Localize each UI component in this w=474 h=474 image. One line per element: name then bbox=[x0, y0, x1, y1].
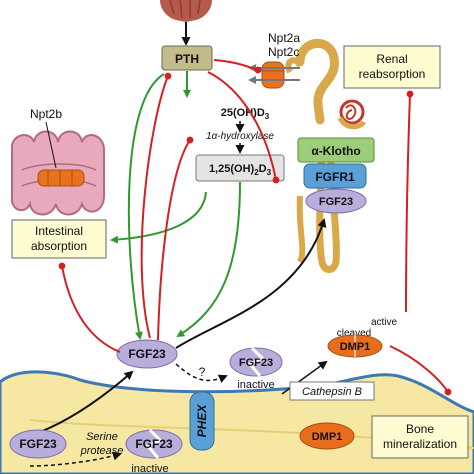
renal-reabsorption-box bbox=[343, 45, 441, 89]
calcitriol-box bbox=[195, 154, 285, 182]
npt2a-label: Npt2a bbox=[268, 31, 300, 45]
fgf23-circulating-oval bbox=[116, 339, 178, 369]
npt2b-label: Npt2b bbox=[30, 107, 62, 121]
serine-protease-line1: Serine bbox=[86, 431, 118, 443]
intestinal-absorption-line2: absorption bbox=[31, 239, 87, 253]
parathyroid-gland-icon bbox=[160, 0, 212, 22]
active-label: active bbox=[371, 317, 398, 328]
serine-protease-line2: protease bbox=[80, 445, 124, 457]
alpha-klotho-label: α-Klotho bbox=[311, 144, 360, 158]
bone-mineralization-line1: Bone bbox=[406, 422, 434, 436]
bone-mineralization-box bbox=[371, 415, 469, 459]
intestine-icon bbox=[10, 130, 105, 216]
inactive-top-label: inactive bbox=[237, 379, 274, 391]
pth-box bbox=[161, 45, 213, 71]
fgf23-inactive-top: FGF23 bbox=[229, 346, 283, 377]
npt2b-pointer bbox=[45, 121, 57, 169]
fgf23-cleaved-label: FGF23 bbox=[135, 437, 173, 451]
inhibitory-lines bbox=[58, 59, 452, 396]
intestinal-absorption-line1: Intestinal bbox=[35, 224, 83, 238]
fgfr1-box bbox=[303, 163, 367, 189]
fgfr1-label: FGFR1 bbox=[315, 170, 355, 184]
fgf23-receptor-oval bbox=[305, 188, 367, 214]
dmp1-bone-label: DMP1 bbox=[312, 431, 343, 443]
renal-reabsorption-line1: Renal bbox=[376, 52, 407, 66]
vitd-precursor-label: 25(OH)D3 bbox=[221, 107, 270, 121]
calcitriol-label: 1,25(OH)2D3 bbox=[209, 163, 272, 177]
fgf23-cleaved-bottom: FGF23 bbox=[125, 428, 183, 459]
question-mark: ? bbox=[199, 365, 206, 379]
stimulatory-arrows bbox=[110, 71, 241, 340]
cathepsin-b-box bbox=[289, 381, 375, 401]
alpha-klotho-box bbox=[297, 137, 375, 163]
bone-mineralization-line2: mineralization bbox=[383, 437, 457, 451]
fgf23-inactive-top-label: FGF23 bbox=[239, 357, 273, 369]
fgf23-receptor-label: FGF23 bbox=[319, 196, 353, 208]
npt2c-label: Npt2c bbox=[268, 45, 299, 59]
renal-reabsorption-line2: reabsorption bbox=[359, 67, 426, 81]
fgf23-circulating-label: FGF23 bbox=[128, 347, 166, 361]
cleaved-label: cleaved bbox=[337, 328, 371, 339]
dmp1-bone-oval bbox=[299, 422, 355, 450]
cathepsin-b-label: Cathepsin B bbox=[302, 386, 362, 398]
inactive-bottom-label: inactive bbox=[131, 463, 168, 474]
phex-protein: PHEX bbox=[189, 391, 215, 451]
npt2ac-transporter-icon bbox=[248, 61, 300, 89]
pth-label: PTH bbox=[175, 52, 199, 66]
hydroxylase-label: 1α-hydroxylase bbox=[206, 131, 274, 142]
phex-label: PHEX bbox=[195, 404, 209, 438]
pathway-arrows bbox=[29, 218, 328, 467]
fgf23-bone-oval bbox=[9, 429, 67, 459]
dmp1-cleaved-label: DMP1 bbox=[340, 341, 371, 353]
fgf23-bone-label: FGF23 bbox=[19, 437, 57, 451]
intestinal-absorption-box bbox=[11, 219, 107, 259]
